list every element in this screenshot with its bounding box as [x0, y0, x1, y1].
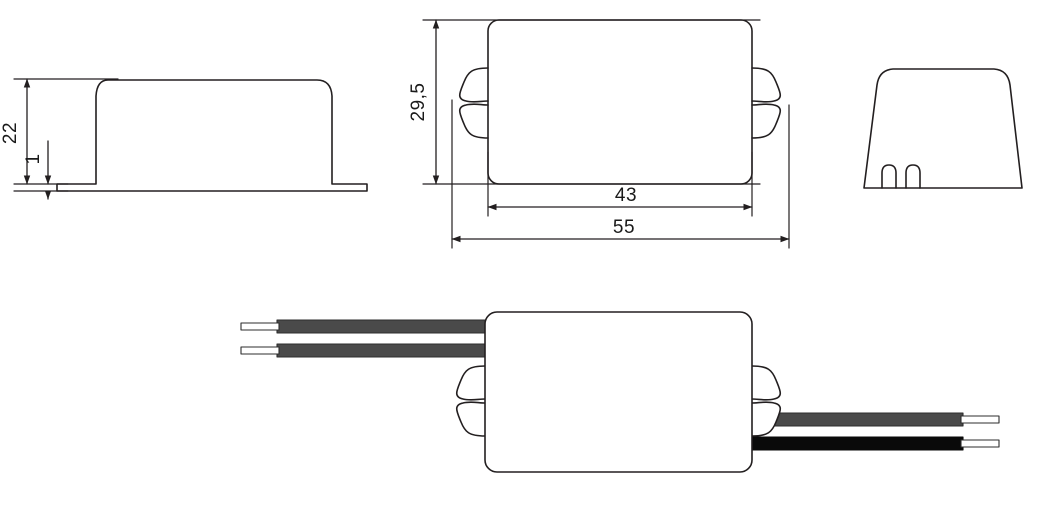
output-wire-1-tip [960, 415, 1000, 424]
mounting-tab-right-lower [751, 103, 782, 139]
dimension-labels: 22 1 29,5 43 55 [0, 83, 637, 238]
input-lead-wires [240, 319, 491, 358]
output-lead-wires [749, 412, 1000, 451]
bottom-mounting-tab-right-upper [751, 365, 782, 401]
bottom-mounting-tab-left-upper [455, 365, 486, 401]
side-view-extension-lines [13, 78, 119, 192]
input-wire-2-jacket [276, 343, 491, 358]
mounting-tab-left-lower [458, 103, 489, 139]
bottom-assembly-view [240, 311, 1000, 473]
input-wire-1-jacket [276, 319, 491, 334]
output-wire-2-tip [960, 439, 1000, 448]
bottom-mounting-tab-right-lower [751, 401, 782, 437]
side-view-housing-profile [56, 79, 368, 192]
bottom-mounting-tab-left-lower [455, 401, 486, 437]
top-view-body-outline [487, 19, 753, 185]
top-plan-view [422, 19, 790, 249]
mounting-tab-left-upper [458, 67, 489, 103]
dimension-label-height-22: 22 [0, 122, 21, 144]
output-wire-2-jacket [749, 436, 964, 451]
dimension-label-width-295: 29,5 [408, 83, 429, 122]
end-view-housing-profile [863, 68, 1023, 189]
output-wire-1-jacket [749, 412, 964, 427]
input-wire-1-tip [240, 322, 280, 331]
dimension-label-overall-55: 55 [613, 217, 635, 238]
end-elevation-view [863, 68, 1023, 189]
dimension-label-body-43: 43 [615, 185, 637, 206]
dimension-label-flange-1: 1 [23, 153, 44, 164]
side-elevation-view [13, 78, 368, 200]
bottom-view-body-outline [484, 311, 753, 473]
mounting-tab-right-upper [751, 67, 782, 103]
top-view-extension-lines [422, 19, 790, 249]
end-view-slot-left [881, 164, 897, 189]
input-wire-2-tip [240, 346, 280, 355]
end-view-slot-right [905, 164, 921, 189]
